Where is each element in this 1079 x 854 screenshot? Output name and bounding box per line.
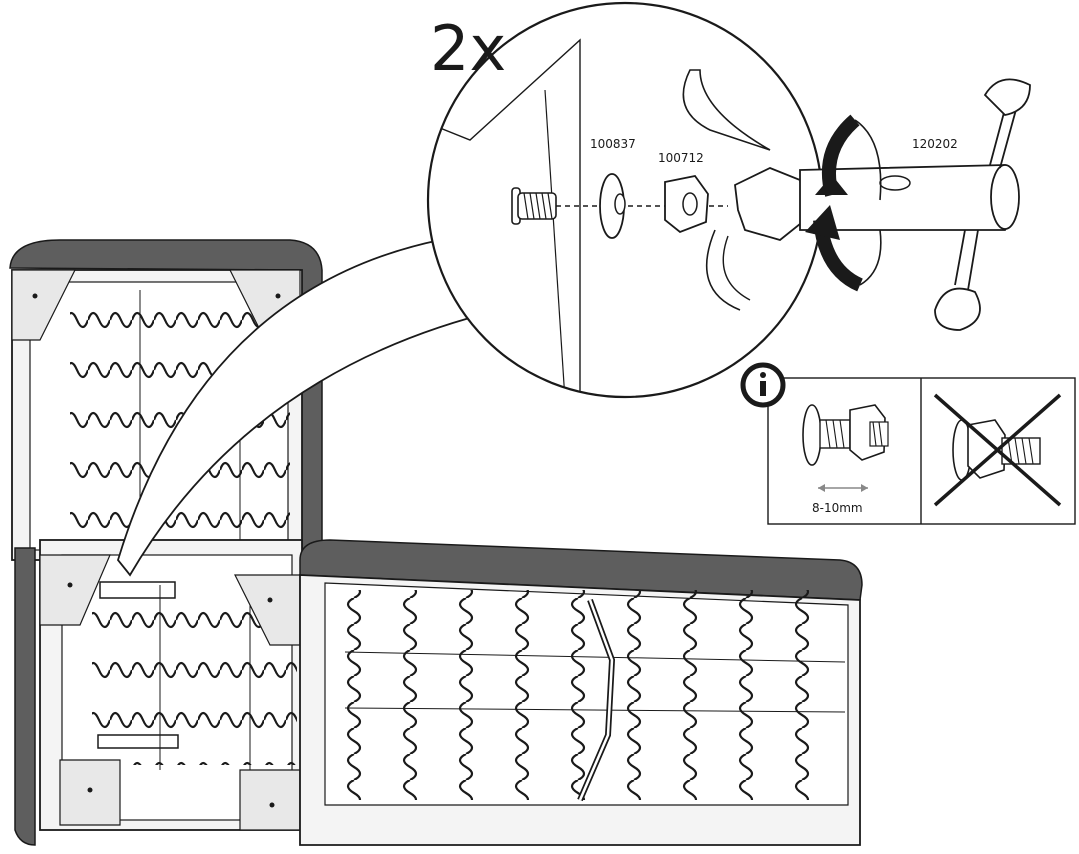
info-panel: 8-10mm [743, 365, 1075, 524]
measurement-label: 8-10mm [812, 501, 863, 515]
part-number-tool: 120202 [912, 137, 958, 151]
nut-100712-icon [665, 176, 708, 232]
part-number-nut: 100712 [658, 151, 704, 165]
info-icon [743, 365, 783, 405]
washer-100837-icon [600, 174, 625, 238]
seat-section [300, 540, 862, 845]
quantity-label: 2x [430, 12, 506, 85]
back-section-lower [15, 540, 302, 845]
part-number-washer: 100837 [590, 137, 636, 151]
threaded-insert-icon [512, 188, 556, 224]
